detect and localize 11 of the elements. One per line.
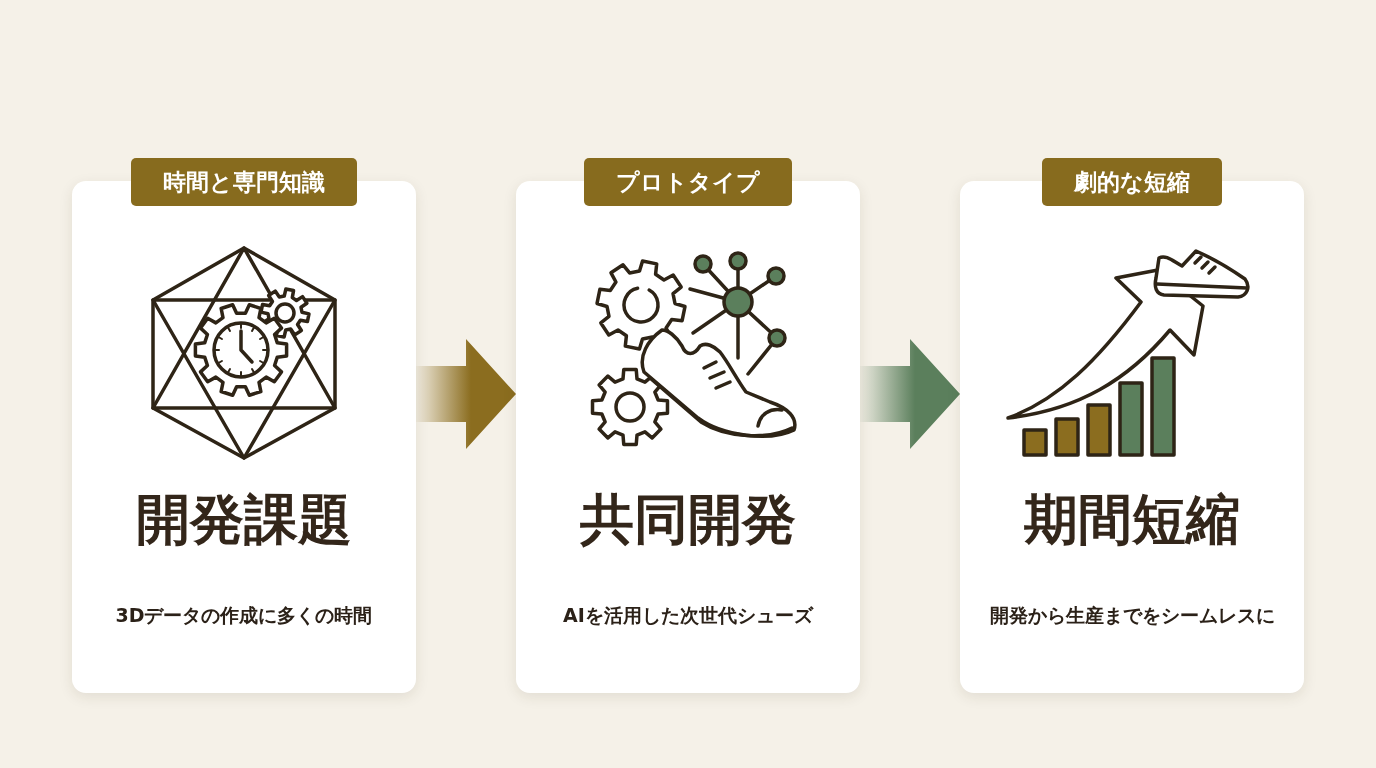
step-title: 開発課題 xyxy=(135,489,353,552)
step-title: 共同開発 xyxy=(579,489,797,552)
step-description: 3Dデータの作成に多くの時間 xyxy=(115,603,373,628)
category-tag: 劇的な短縮 xyxy=(1042,158,1222,206)
arrow xyxy=(860,339,960,449)
category-tag: プロトタイプ xyxy=(584,158,792,206)
step-title: 期間短縮 xyxy=(1023,489,1241,552)
step-description: AIを活用した次世代シューズ xyxy=(563,603,813,628)
category-tag: 時間と専門知識 xyxy=(131,158,357,206)
step-description: 開発から生産までをシームレスに xyxy=(989,603,1275,628)
arrow xyxy=(416,339,516,449)
